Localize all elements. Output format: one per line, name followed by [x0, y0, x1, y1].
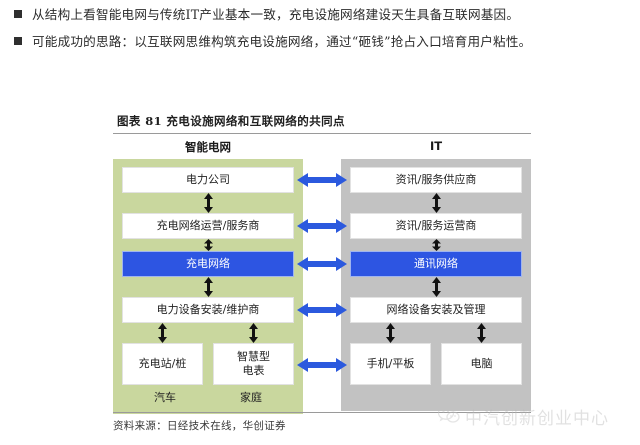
diagram-panels: 电力公司 充电网络运营/服务商 充电网络 电力设备安装/维护商 — [113, 159, 531, 414]
cross-arrow-3 — [297, 256, 347, 272]
node-smart-meter-line1: 智慧型 — [237, 350, 270, 363]
vertical-connector — [350, 193, 522, 213]
foot-label-spacer-left — [350, 389, 436, 402]
cross-arrow-2 — [297, 218, 347, 234]
square-bullet-icon — [14, 10, 22, 18]
cross-arrow-1 — [297, 172, 347, 188]
node-charging-network[interactable]: 充电网络 — [122, 251, 294, 277]
figure-title: 图表 81 充电设施网络和互联网络的共同点 — [117, 114, 345, 128]
bullet-item: 可能成功的思路：以互联网思维构筑充电设施网络，通过“砸钱”抢占入口培育用户粘性。 — [0, 31, 640, 53]
vertical-connector — [441, 323, 522, 343]
cross-arrow-5 — [297, 357, 347, 373]
cross-arrow-4 — [297, 302, 347, 318]
node-charging-station[interactable]: 充电站/桩 — [122, 343, 203, 385]
node-info-service-operator[interactable]: 资讯/服务运营商 — [350, 213, 522, 239]
node-smart-meter-line2: 电表 — [242, 364, 265, 377]
column-header-spacer — [303, 139, 341, 159]
bullet-list: 从结构上看智能电网与传统IT产业基本一致，充电设施网络建设天生具备互联网基因。 … — [0, 4, 640, 58]
vertical-connector — [122, 277, 294, 297]
node-computer[interactable]: 电脑 — [441, 343, 522, 385]
bullet-text: 可能成功的思路：以互联网思维构筑充电设施网络，通过“砸钱”抢占入口培育用户粘性。 — [32, 34, 532, 49]
node-info-service-supplier[interactable]: 资讯/服务供应商 — [350, 167, 522, 193]
double-arrow-vertical-icon — [431, 193, 441, 213]
left-foot-labels: 汽车 家庭 — [122, 389, 294, 405]
vertical-connector — [122, 323, 203, 343]
node-phone-tablet[interactable]: 手机/平板 — [350, 343, 431, 385]
source-text: 资料来源：日经技术在线，华创证券 — [113, 420, 286, 432]
node-power-company[interactable]: 电力公司 — [122, 167, 294, 193]
column-header-right: IT — [429, 139, 443, 153]
double-arrow-vertical-icon — [203, 277, 213, 297]
double-arrow-horizontal-icon — [297, 219, 347, 233]
double-arrow-vertical-icon — [477, 323, 486, 343]
branch-connectors — [350, 323, 522, 343]
smart-grid-panel: 电力公司 充电网络运营/服务商 充电网络 电力设备安装/维护商 — [113, 159, 303, 414]
column-headers: 智能电网 IT — [113, 139, 531, 159]
vertical-connector — [350, 239, 522, 251]
node-power-equipment-installer[interactable]: 电力设备安装/维护商 — [122, 297, 294, 323]
right-foot-labels — [350, 389, 522, 402]
figure-title-divider — [113, 133, 531, 134]
vertical-connector — [122, 239, 294, 251]
cross-link-gap — [297, 159, 347, 414]
double-arrow-horizontal-icon — [297, 173, 347, 187]
vertical-connector — [122, 193, 294, 213]
vertical-connector — [213, 323, 294, 343]
node-network-equipment-management[interactable]: 网络设备安装及管理 — [350, 297, 522, 323]
source-divider — [113, 412, 531, 413]
leaf-nodes-row: 充电站/桩 智慧型 电表 — [122, 343, 294, 385]
double-arrow-horizontal-icon — [297, 358, 347, 372]
square-bullet-icon — [14, 37, 22, 45]
double-arrow-vertical-icon — [203, 193, 213, 213]
foot-label-home: 家庭 — [240, 391, 262, 404]
leaf-nodes-row: 手机/平板 电脑 — [350, 343, 522, 385]
figure-block: 图表 81 充电设施网络和互联网络的共同点 智能电网 IT 电力公司 充电网络运… — [113, 113, 531, 414]
node-communication-network[interactable]: 通讯网络 — [350, 251, 522, 277]
vertical-connector — [350, 323, 431, 343]
branch-connectors — [122, 323, 294, 343]
vertical-connector — [350, 277, 522, 297]
double-arrow-vertical-icon — [249, 323, 258, 343]
node-charging-network-operator[interactable]: 充电网络运营/服务商 — [122, 213, 294, 239]
double-arrow-vertical-icon — [158, 323, 167, 343]
double-arrow-vertical-icon — [203, 239, 213, 251]
double-arrow-vertical-icon — [386, 323, 395, 343]
double-arrow-vertical-icon — [431, 277, 441, 297]
double-arrow-horizontal-icon — [297, 257, 347, 271]
it-panel: 资讯/服务供应商 资讯/服务运营商 通讯网络 网络设备安装及管理 — [341, 159, 531, 411]
double-arrow-vertical-icon — [431, 239, 441, 251]
column-header-left: 智能电网 — [185, 140, 231, 154]
double-arrow-horizontal-icon — [297, 303, 347, 317]
bullet-item: 从结构上看智能电网与传统IT产业基本一致，充电设施网络建设天生具备互联网基因。 — [0, 4, 640, 26]
foot-label-vehicle: 汽车 — [154, 391, 176, 404]
node-smart-meter[interactable]: 智慧型 电表 — [213, 343, 294, 385]
source-block: 资料来源：日经技术在线，华创证券 — [113, 412, 533, 433]
foot-label-spacer-right — [436, 389, 522, 402]
bullet-text: 从结构上看智能电网与传统IT产业基本一致，充电设施网络建设天生具备互联网基因。 — [32, 7, 520, 22]
